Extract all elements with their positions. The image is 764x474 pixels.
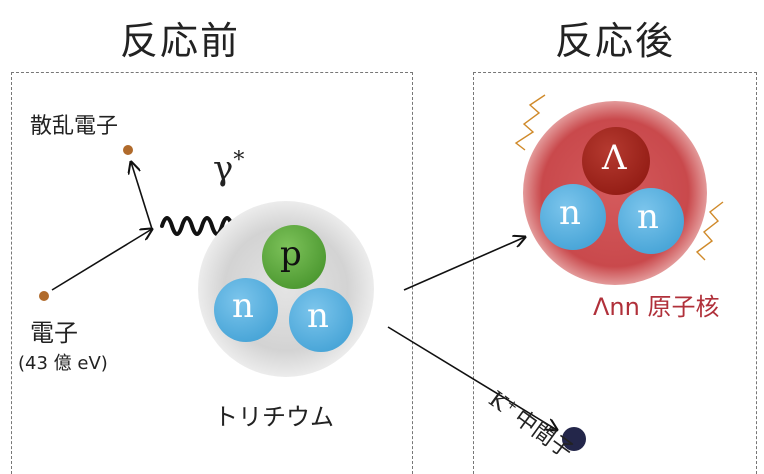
neutron-left — [214, 278, 278, 342]
neutron-right — [289, 288, 353, 352]
kaon-dot — [562, 427, 586, 451]
lambda-nn-arrow — [403, 237, 525, 291]
neutron-after-right-label: n — [637, 197, 659, 237]
scattered-electron-label: 散乱電子 — [30, 114, 119, 139]
kaon-arrow — [387, 326, 557, 430]
excitation-zigzag-right — [695, 201, 724, 261]
scattered-electron-arrow — [131, 162, 153, 230]
proton-label: p — [280, 234, 302, 274]
before-panel — [11, 72, 413, 474]
gamma-superscript: * — [233, 148, 245, 173]
incoming-electron-dot — [39, 291, 49, 301]
incoming-electron-arrow — [51, 229, 152, 291]
scattered-electron-dot — [123, 145, 133, 155]
neutron-after-left — [540, 184, 606, 250]
excitation-zigzag-left — [514, 94, 546, 151]
electron-label: 電子 — [30, 319, 78, 347]
lambda-label: Λ — [602, 138, 627, 178]
heading-after: 反応後 — [555, 19, 676, 63]
heading-before: 反応前 — [120, 19, 241, 63]
neutron-after-left-label: n — [559, 193, 581, 233]
neutron-left-label: n — [232, 286, 254, 326]
neutron-right-label: n — [307, 296, 329, 336]
proton — [262, 225, 326, 289]
neutron-after-right — [618, 188, 684, 254]
tritium-label: トリチウム — [214, 403, 334, 431]
gamma-letter: γ — [213, 148, 234, 189]
gamma-symbol: γ* — [213, 148, 244, 188]
electron-energy-label: (43 億 eV) — [18, 353, 108, 374]
lambda-particle — [582, 127, 650, 195]
lambda-nn-label: Λnn 原子核 — [593, 293, 720, 321]
after-panel — [473, 72, 757, 474]
